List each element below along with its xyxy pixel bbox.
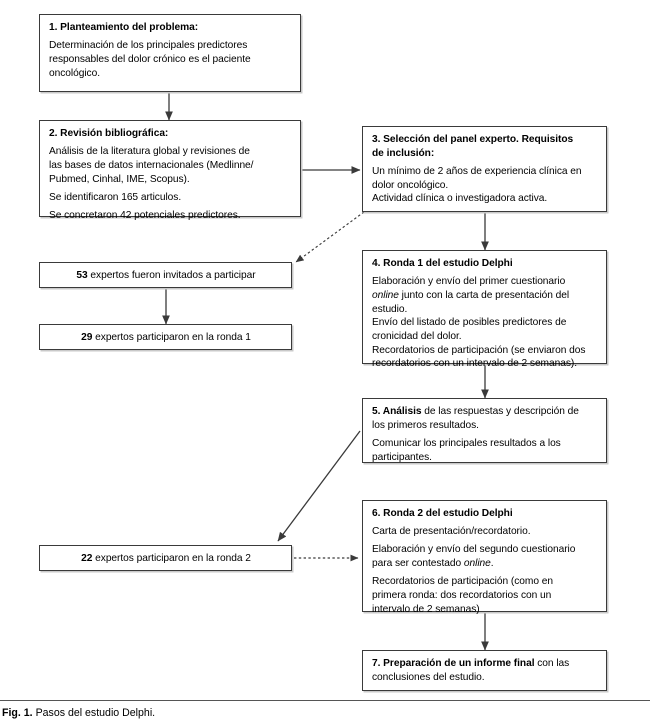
round1-participants-count: 29 (81, 332, 93, 343)
step4-heading: 4. Ronda 1 del estudio Delphi (372, 258, 513, 269)
step6-line6: intervalo de 2 semanas) (372, 603, 480, 615)
invited-experts-text: 53 expertos fueron invitados a participa… (49, 269, 283, 282)
step4-line5: cronicidad del dolor. (372, 331, 462, 343)
step5-line3: participantes. (372, 451, 432, 463)
step4-line1: Elaboración y envío del primer cuestiona… (372, 276, 566, 288)
round1-participants-label: expertos participaron en la ronda 1 (92, 332, 251, 343)
step2-heading: 2. Revisión bibliográfica: (49, 128, 169, 139)
invited-experts-label: expertos fueron invitados a participar (87, 270, 256, 281)
step4-line6: Recordatorios de participación (se envia… (372, 344, 586, 356)
edge-step3-to-invited (295, 211, 365, 263)
step6-line5: primera ronda: dos recordatorios con un (372, 590, 552, 602)
step7-heading: 7. Preparación de un informe final con l… (372, 657, 598, 670)
step7-heading-rest: con las (534, 658, 570, 669)
node-step4: 4. Ronda 1 del estudio Delphi Elaboració… (362, 250, 607, 369)
step3-line1: Un mínimo de 2 años de experiencia clíni… (372, 165, 582, 177)
step4-line2-rest: junto con la carta de presentación del (398, 289, 570, 301)
step7-heading-lead: 7. Preparación de un informe final (372, 658, 535, 669)
invited-experts-count: 53 (76, 270, 88, 281)
step6-online-emphasis: online (463, 558, 491, 570)
step6-line2: Elaboración y envío del segundo cuestion… (372, 544, 576, 556)
step4-line4: Envío del listado de posibles predictore… (372, 317, 567, 329)
round2-participants-label: expertos participaron en la ronda 2 (92, 553, 251, 564)
step6-line3-lead: para ser contestado (372, 558, 464, 570)
node-step1: 1. Planteamiento del problema: Determina… (39, 14, 301, 92)
step1-heading: 1. Planteamiento del problema: (49, 22, 199, 33)
step1-line3: oncológico. (49, 67, 100, 79)
edge-step5-to-round2 (277, 430, 361, 542)
step6-line3-tail: . (490, 558, 494, 570)
step6-line3: para ser contestado online. (372, 557, 598, 570)
step6-line4: Recordatorios de participación (como en (372, 576, 553, 588)
step5-heading-lead: 5. Análisis (372, 406, 422, 417)
step1-line1: Determinación de los principales predict… (49, 40, 248, 52)
node-step7: 7. Preparación de un informe final con l… (362, 650, 607, 691)
step3-line3: Actividad clínica o investigadora activa… (372, 193, 548, 205)
step6-line1: Carta de presentación/recordatorio. (372, 526, 531, 538)
step3-line2: dolor oncológico. (372, 179, 449, 191)
step2-line2: las bases de datos internacionales (Medl… (49, 159, 254, 171)
step5-heading-rest: de las respuestas y descripción de (421, 406, 579, 417)
figure-caption: Fig. 1. Pasos del estudio Delphi. (2, 707, 155, 720)
step2-line3: Pubmed, Cinhal, IME, Scopus). (49, 173, 190, 185)
step5-line2: Comunicar los principales resultados a l… (372, 437, 561, 449)
step2-line5: Se concretaron 42 potenciales predictore… (49, 210, 241, 222)
step2-line4: Se identificaron 165 articulos. (49, 191, 182, 203)
step3-heading-line2: de inclusión: (372, 147, 435, 159)
step6-heading: 6. Ronda 2 del estudio Delphi (372, 508, 513, 519)
step5-heading: 5. Análisis de las respuestas y descripc… (372, 405, 598, 418)
step4-line7: recordatorios con un intervalo de 2 sema… (372, 358, 578, 370)
step2-line1: Análisis de la literatura global y revis… (49, 146, 250, 158)
node-round2-participants: 22 expertos participaron en la ronda 2 (39, 545, 292, 571)
node-round1-participants: 29 expertos participaron en la ronda 1 (39, 324, 292, 350)
step5-line1: los primeros resultados. (372, 419, 479, 431)
step1-line2: responsables del dolor crónico es el pac… (49, 53, 251, 65)
step4-online-emphasis: online (372, 289, 399, 301)
round2-participants-count: 22 (81, 553, 93, 564)
caption-divider (0, 700, 650, 701)
figure-caption-text: Pasos del estudio Delphi. (35, 707, 156, 719)
node-step3: 3. Selección del panel experto. Requisit… (362, 126, 607, 212)
node-invited-experts: 53 expertos fueron invitados a participa… (39, 262, 292, 288)
node-step2: 2. Revisión bibliográfica: Análisis de l… (39, 120, 301, 221)
round1-participants-text: 29 expertos participaron en la ronda 1 (49, 331, 283, 344)
figure-caption-label: Fig. 1. (2, 707, 33, 719)
step4-line2: online junto con la carta de presentació… (372, 289, 598, 302)
node-step5: 5. Análisis de las respuestas y descripc… (362, 398, 607, 463)
round2-participants-text: 22 expertos participaron en la ronda 2 (49, 552, 283, 565)
node-step6: 6. Ronda 2 del estudio Delphi Carta de p… (362, 500, 607, 615)
step7-line1: conclusiones del estudio. (372, 671, 485, 683)
step3-heading-line1: 3. Selección del panel experto. Requisit… (372, 134, 574, 145)
step4-line3: estudio. (372, 303, 408, 315)
